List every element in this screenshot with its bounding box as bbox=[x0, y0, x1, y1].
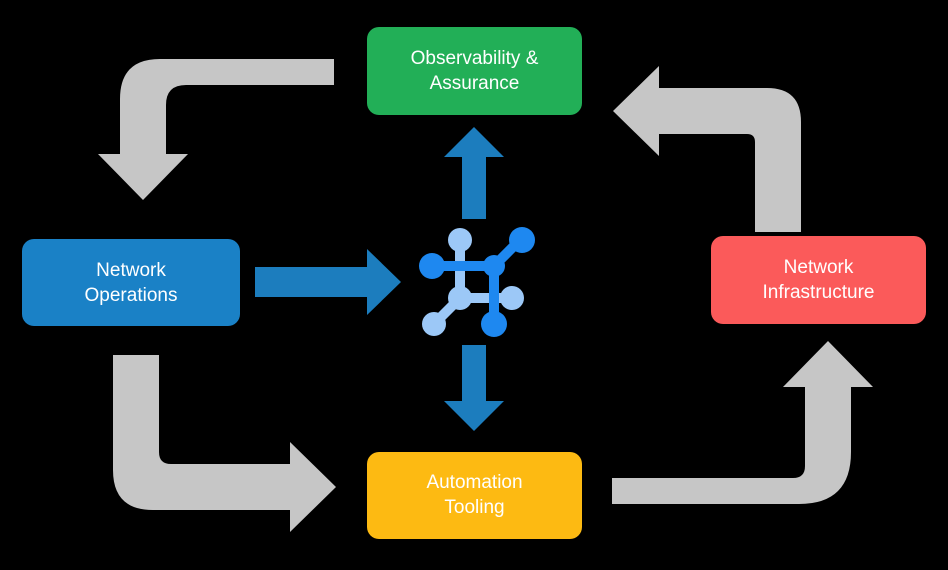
topology-dark-nodes bbox=[419, 227, 535, 337]
node-automation-tooling-label-line2: Tooling bbox=[444, 497, 504, 518]
node-observability[interactable]: Observability & Assurance bbox=[367, 27, 582, 115]
flow-network-infrastructure-to-observability bbox=[613, 66, 801, 232]
node-automation-tooling[interactable]: Automation Tooling bbox=[367, 452, 582, 539]
node-network-operations-box[interactable] bbox=[22, 239, 240, 326]
gray-elbow-bottom-right-path bbox=[612, 341, 873, 504]
gray-elbow-bottom-left-path bbox=[113, 355, 336, 532]
flow-observability-to-network-operations bbox=[98, 59, 334, 200]
gray-elbow-top-right-path bbox=[613, 66, 801, 232]
flow-center-to-observability bbox=[444, 127, 504, 219]
node-observability-label-line1: Observability & bbox=[411, 48, 539, 69]
node-network-infrastructure-box[interactable] bbox=[711, 236, 926, 324]
flow-network-operations-to-automation-tooling bbox=[113, 355, 336, 532]
flow-network-operations-to-center bbox=[255, 249, 401, 315]
node-observability-box[interactable] bbox=[367, 27, 582, 115]
node-network-operations-label-line2: Operations bbox=[85, 285, 178, 306]
node-automation-tooling-box[interactable] bbox=[367, 452, 582, 539]
node-network-operations[interactable]: Network Operations bbox=[22, 239, 240, 326]
flow-automation-tooling-to-network-infrastructure bbox=[612, 341, 873, 504]
network-topology-icon bbox=[419, 227, 535, 337]
flow-center-to-automation-tooling bbox=[444, 345, 504, 431]
node-automation-tooling-label-line1: Automation bbox=[426, 472, 522, 493]
node-network-infrastructure[interactable]: Network Infrastructure bbox=[711, 236, 926, 324]
node-network-infrastructure-label-line1: Network bbox=[784, 257, 854, 278]
node-network-infrastructure-label-line2: Infrastructure bbox=[763, 282, 875, 303]
blue-arrow-right-path bbox=[255, 249, 401, 315]
node-observability-label-line2: Assurance bbox=[430, 73, 520, 94]
blue-arrow-up-path bbox=[444, 127, 504, 219]
gray-elbow-top-left-path bbox=[98, 59, 334, 200]
blue-arrow-down-path bbox=[444, 345, 504, 431]
node-network-operations-label-line1: Network bbox=[96, 260, 166, 281]
topology-light-nodes bbox=[422, 228, 524, 336]
